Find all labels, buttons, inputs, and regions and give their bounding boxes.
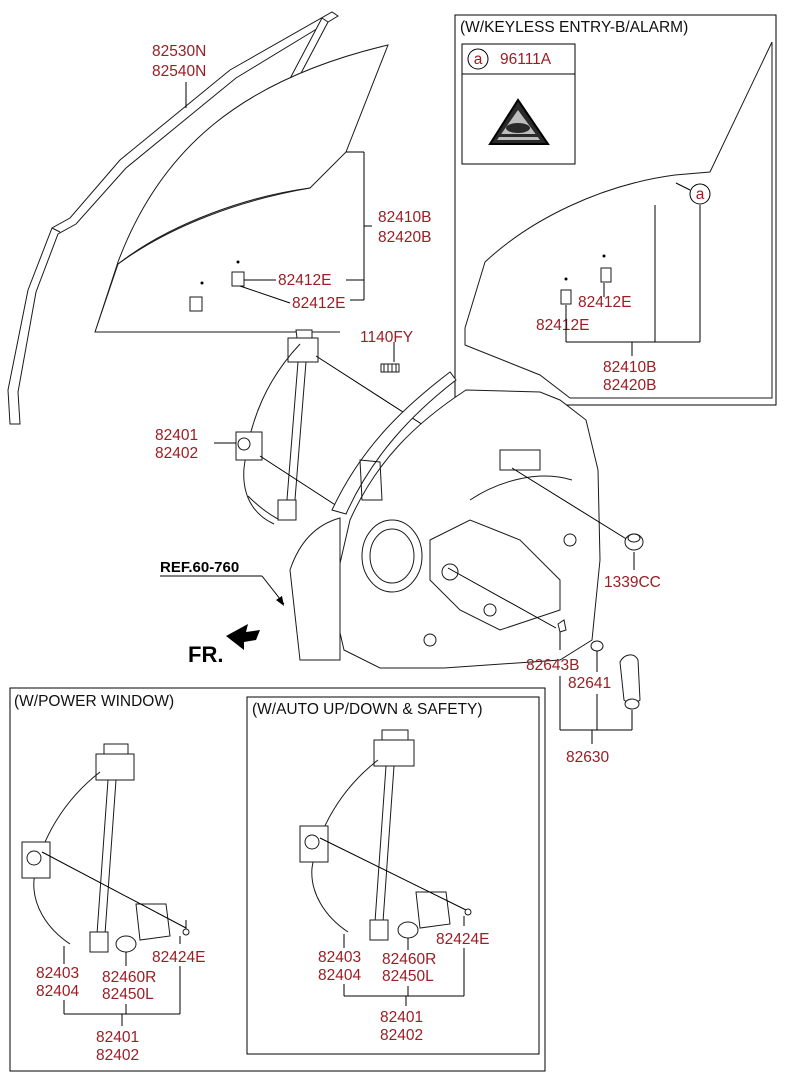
callout-letter: a — [474, 51, 483, 68]
regulator-label-1: 82401 — [155, 427, 198, 444]
main-regulator: 82401 82402 — [155, 329, 435, 525]
clip-upper-shape — [231, 271, 245, 287]
keyless-box-border — [454, 14, 777, 406]
window-handle-icon — [619, 654, 641, 707]
au-motor-label-2: 82450L — [382, 968, 434, 985]
auto-box-title: (W/AUTO UP/DOWN & SAFETY) — [252, 701, 483, 718]
callout-box — [461, 43, 576, 165]
pw-connector-icon — [182, 928, 190, 936]
au-motor-label-1: 82460R — [382, 951, 436, 968]
au-assy-label-1: 82401 — [380, 1009, 423, 1026]
power-box-title: (W/POWER WINDOW) — [14, 693, 174, 710]
power-window-box: (W/POWER WINDOW) 82403 82404 82460R 8245… — [9, 687, 546, 1072]
au-reg-label-2: 82404 — [318, 967, 361, 984]
door-inner-panel — [289, 371, 629, 669]
keyless-callout-circle — [689, 183, 711, 205]
keyless-clip-upper-label: 82412E — [578, 294, 631, 311]
clip-upper-label: 82412E — [278, 272, 331, 289]
clip-lower-label: 82412E — [292, 295, 345, 312]
power-box-border — [9, 687, 546, 1072]
main-glass: 82410B 82420B 82412E 82412E — [94, 44, 431, 333]
bolt-label: 1140FY — [360, 329, 413, 346]
au-reg-label-1: 82403 — [318, 949, 361, 966]
keyless-box-title: (W/KEYLESS ENTRY-B/ALARM) — [460, 19, 688, 36]
glass-label-2: 82420B — [378, 229, 431, 246]
keyless-callout-letter: a — [696, 186, 705, 203]
clip-lower-shape — [189, 296, 203, 312]
pw-motor-label-1: 82460R — [102, 969, 156, 986]
keyless-glass-label-2: 82420B — [603, 377, 656, 394]
run-channel-label-2: 82540N — [152, 63, 206, 80]
handle-assembly: 82643B 82641 82630 — [526, 619, 641, 766]
pw-motor-label-2: 82450L — [102, 986, 154, 1003]
bolt-icon: 1140FY — [360, 329, 413, 373]
keyless-glass-label-1: 82410B — [603, 359, 656, 376]
grommet-label: 1339CC — [604, 574, 661, 591]
au-motor-icon — [415, 891, 451, 929]
handle-bushing-label: 82643B — [526, 657, 579, 674]
callout-circle — [467, 48, 489, 70]
auto-box-border — [246, 696, 540, 1055]
keyless-entry-box: (W/KEYLESS ENTRY-B/ALARM) a 96111A a 824… — [454, 14, 777, 406]
reference-note: REF.60-760 — [160, 559, 285, 606]
regulator-label-2: 82402 — [155, 445, 198, 462]
keyless-clip-lower-shape — [560, 289, 572, 305]
au-assy-label-2: 82402 — [380, 1027, 423, 1044]
alarm-sticker-icon — [488, 98, 550, 145]
handle-assy-label: 82630 — [566, 749, 609, 766]
pw-reg-label-2: 82404 — [36, 983, 79, 1000]
grommet-icon: 1339CC — [604, 533, 661, 591]
handle-clip-label: 82641 — [568, 675, 611, 692]
au-connector-label: 82424E — [436, 931, 489, 948]
au-connector-icon — [464, 908, 472, 916]
keyless-clip-upper-shape — [600, 267, 612, 283]
front-arrow-icon — [226, 624, 260, 650]
pw-assy-label-2: 82402 — [96, 1047, 139, 1064]
pw-connector-label: 82424E — [152, 949, 205, 966]
run-channel-label-1: 82530N — [152, 43, 206, 60]
pw-assy-label-1: 82401 — [96, 1029, 139, 1046]
keyless-glass — [464, 41, 773, 399]
pw-reg-label-1: 82403 — [36, 965, 79, 982]
auto-updown-box: (W/AUTO UP/DOWN & SAFETY) 82403 82404 82… — [246, 696, 540, 1055]
front-indicator: FR. — [188, 624, 260, 667]
keyless-clip-lower-label: 82412E — [536, 317, 589, 334]
fr-text: FR. — [188, 642, 223, 667]
glass-label-1: 82410B — [378, 209, 431, 226]
pw-motor-icon — [135, 903, 171, 941]
ref-text: REF.60-760 — [160, 559, 239, 576]
callout-part-number: 96111A — [500, 51, 552, 68]
handle-clip-icon — [590, 640, 604, 652]
